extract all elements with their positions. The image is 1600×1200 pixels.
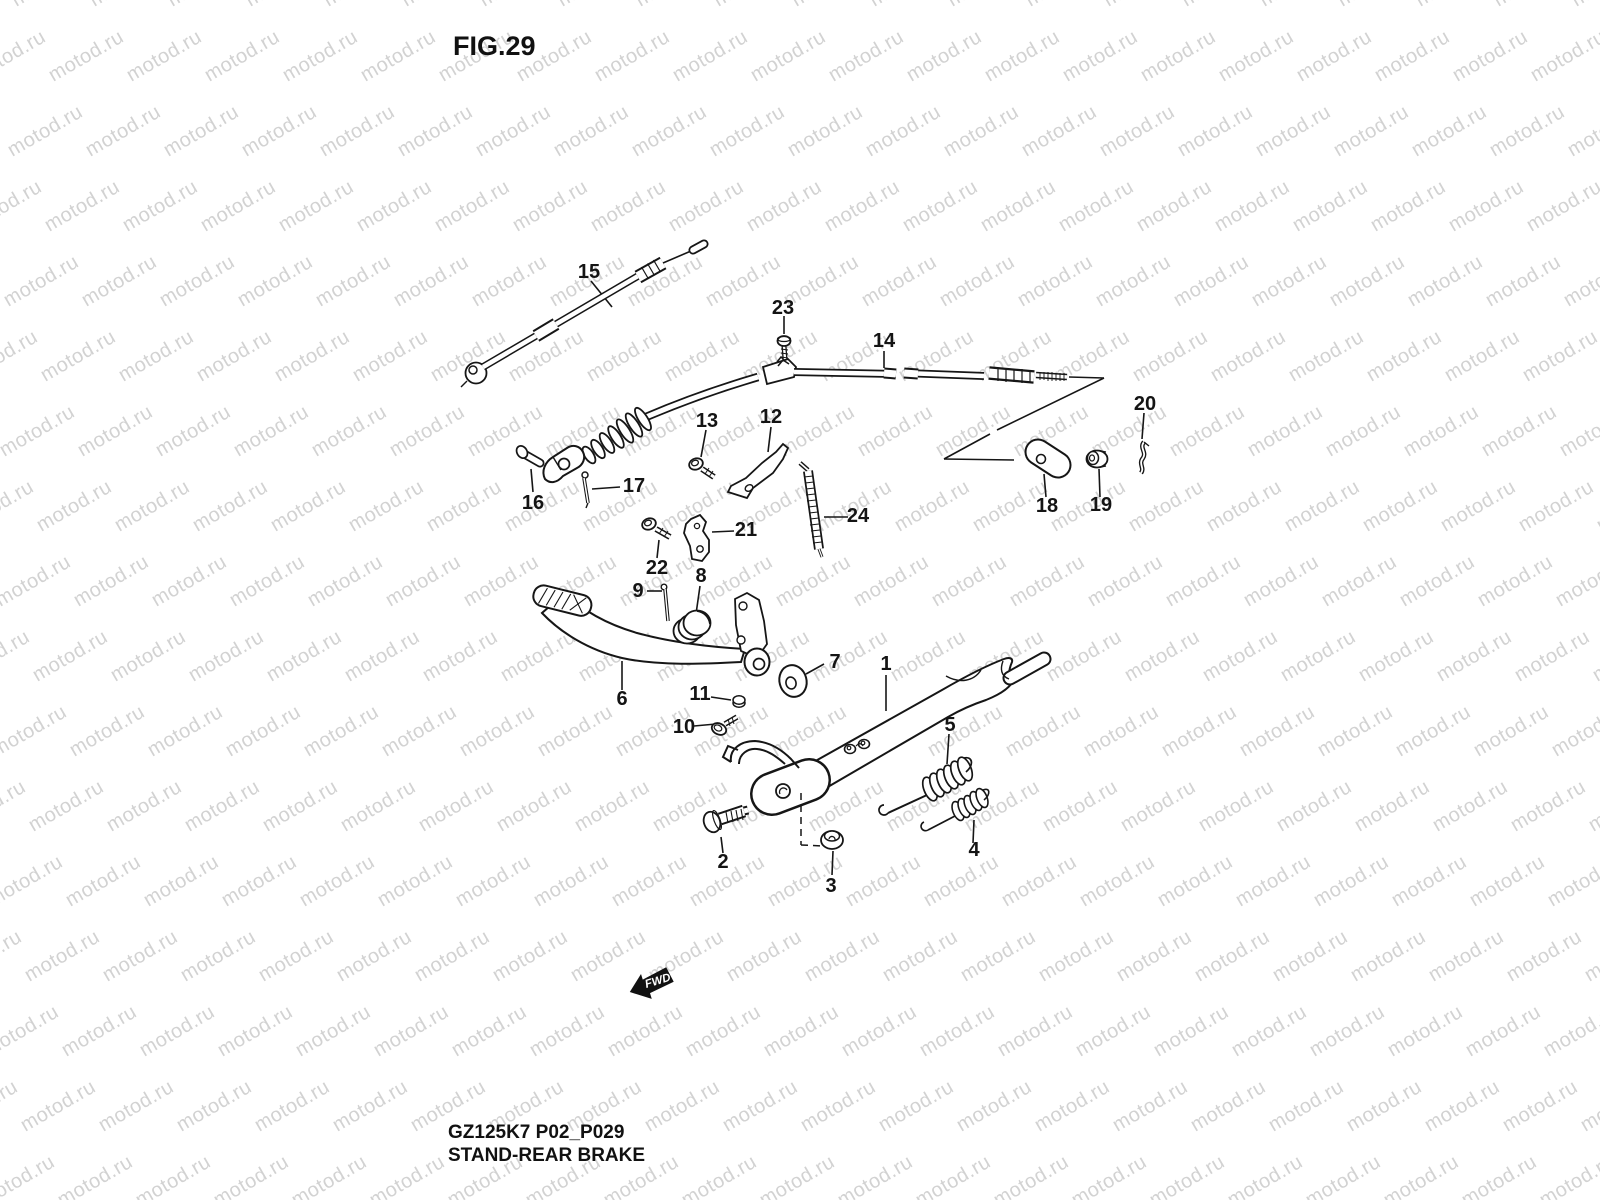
part-label-14: 14 [872, 330, 896, 352]
part-5-spring-drawing [878, 756, 974, 816]
part-label-21: 21 [734, 519, 758, 541]
model-code: GZ125K7 P02_P029 [448, 1122, 625, 1143]
part-13-bolt-drawing [688, 457, 716, 480]
part-11-nut-drawing [732, 695, 746, 708]
part-18-joint-drawing [1024, 438, 1072, 479]
part-label-3: 3 [825, 875, 837, 897]
part-21-bracket-drawing [683, 513, 710, 562]
leader-lines [530, 280, 1145, 876]
part-23-screw-drawing [776, 335, 792, 367]
part-label-24: 24 [846, 505, 870, 527]
diagram-name: STAND-REAR BRAKE [448, 1145, 646, 1166]
part-1-stand-drawing [721, 651, 1052, 847]
figure-title: FIG.29 [453, 31, 536, 61]
part-label-18: 18 [1035, 495, 1059, 517]
part-label-17: 17 [622, 475, 646, 497]
part-label-7: 7 [829, 651, 841, 673]
part-15-cable-drawing [460, 239, 709, 388]
part-12-bracket-drawing [726, 442, 790, 500]
part-label-2: 2 [717, 851, 729, 873]
part-label-5: 5 [944, 714, 956, 736]
part-9-pin-drawing [660, 583, 670, 622]
part-label-12: 12 [759, 406, 783, 428]
part-label-4: 4 [968, 839, 980, 861]
assembly-indicator-lines [943, 376, 1105, 461]
part-label-23: 23 [771, 297, 795, 319]
part-22-bolt-drawing [641, 517, 672, 540]
part-label-9: 9 [632, 580, 644, 602]
cable-boot [581, 406, 652, 465]
part-label-19: 19 [1089, 494, 1113, 516]
part-label-11: 11 [689, 683, 711, 705]
part-16-clevis-pin-drawing [515, 445, 545, 468]
part-label-22: 22 [645, 557, 669, 579]
part-20-cotter-pin-drawing [1138, 440, 1150, 475]
part-label-8: 8 [695, 565, 707, 587]
cable-clevis [542, 444, 586, 484]
part-8-spring-drawing [672, 609, 712, 645]
part-label-6: 6 [616, 688, 628, 710]
part-label-15: 15 [577, 261, 601, 283]
part-10-bolt-drawing [710, 714, 739, 736]
part-label-13: 13 [695, 410, 719, 432]
part-4-spring-drawing [920, 787, 990, 832]
part-7-washer-drawing [778, 664, 808, 698]
part-2-pivot-bolt-drawing [702, 804, 750, 834]
part-label-16: 16 [521, 492, 545, 514]
part-label-10: 10 [672, 716, 696, 738]
part-19-nut-drawing [1085, 449, 1109, 469]
part-6-brake-pedal-drawing [532, 584, 771, 677]
part-3-nut-drawing [820, 830, 844, 850]
part-label-1: 1 [880, 653, 892, 675]
part-17-cotter-pin-drawing [581, 471, 590, 509]
part-label-20: 20 [1133, 393, 1157, 415]
part-24-spring-drawing [798, 461, 824, 558]
